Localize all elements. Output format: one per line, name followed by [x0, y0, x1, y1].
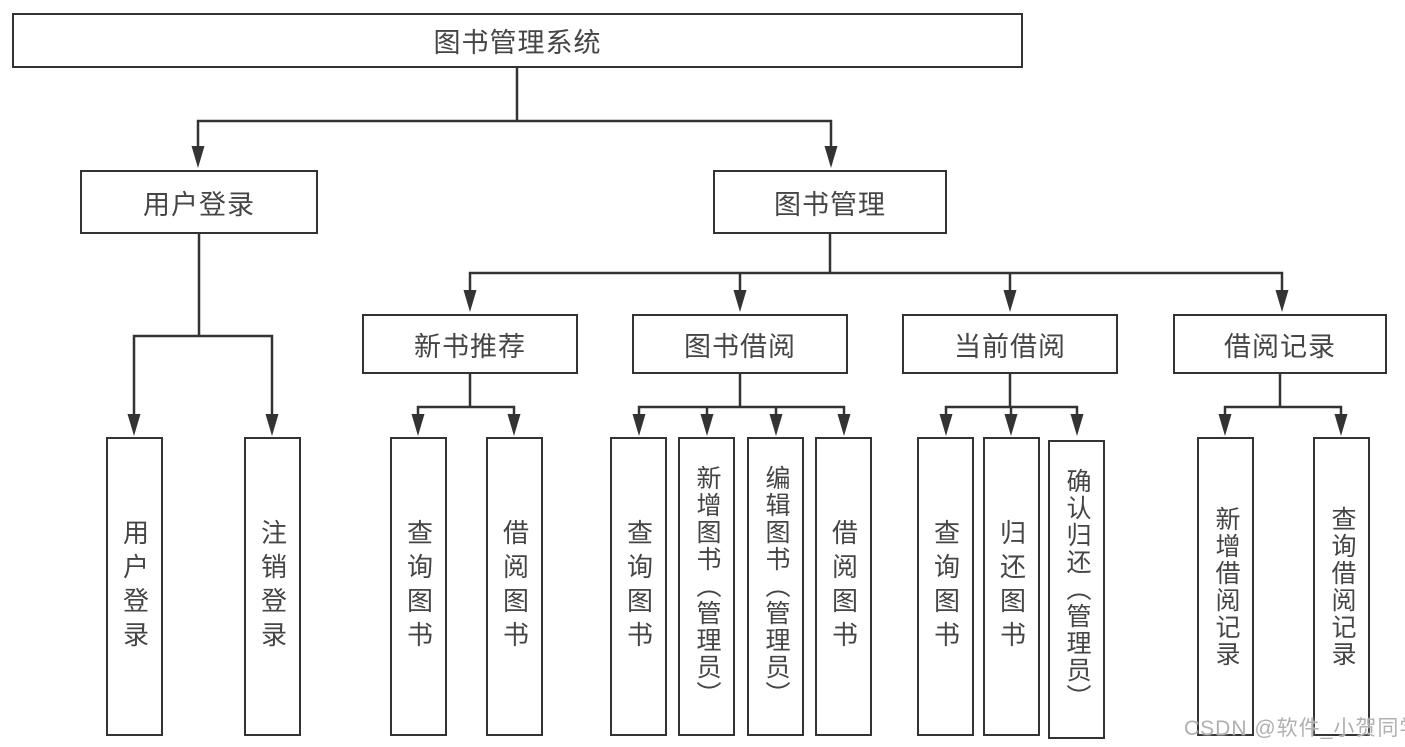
connector-records-children — [1223, 374, 1343, 418]
connector-mgmt-children — [468, 234, 1284, 294]
arrowhead-icon — [1004, 414, 1018, 436]
arrowhead-icon — [769, 414, 783, 436]
leaf-current-confirm-return-admin-label: 确认归还（管理员） — [1063, 468, 1091, 711]
leaf-borrow-edit-book-admin-label: 编辑图书（管理员） — [762, 465, 790, 708]
node-book-management-label: 图书管理 — [774, 189, 886, 220]
node-borrow-records-label: 借阅记录 — [1224, 331, 1336, 362]
arrowhead-icon — [824, 146, 838, 168]
leaf-recommend-borrow-book-label: 借阅图书 — [499, 518, 530, 655]
node-book-borrow-label: 图书借阅 — [684, 331, 796, 362]
arrowhead-icon — [191, 146, 205, 168]
leaf-records-query-record: 查询借阅记录 — [1313, 437, 1370, 736]
arrowhead-icon — [507, 414, 521, 436]
connector-current-children — [944, 374, 1079, 418]
arrowhead-icon — [1275, 290, 1289, 312]
connector-borrow-children — [637, 374, 846, 418]
node-new-book-recommend-label: 新书推荐 — [414, 331, 526, 362]
node-current-borrow: 当前借阅 — [902, 314, 1118, 374]
leaf-borrow-add-book-admin: 新增图书（管理员） — [678, 437, 735, 736]
node-book-borrow: 图书借阅 — [632, 314, 848, 374]
node-new-book-recommend: 新书推荐 — [362, 314, 578, 374]
leaf-logout-label: 注销登录 — [257, 518, 288, 655]
leaf-user-login-label: 用户登录 — [119, 518, 150, 655]
leaf-current-return-book-label: 归还图书 — [996, 518, 1027, 655]
connector-recommend-children — [416, 374, 516, 418]
arrowhead-icon — [837, 414, 851, 436]
node-current-borrow-label: 当前借阅 — [954, 331, 1066, 362]
leaf-borrow-query-book-label: 查询图书 — [623, 518, 654, 655]
node-root-label: 图书管理系统 — [433, 28, 602, 58]
leaf-recommend-query-book-label: 查询图书 — [403, 518, 434, 655]
leaf-current-query-book: 查询图书 — [917, 437, 974, 736]
connector-login-children — [132, 234, 274, 418]
leaf-records-add-record-label: 新增借阅记录 — [1212, 505, 1240, 668]
leaf-borrow-add-book-admin-label: 新增图书（管理员） — [693, 465, 721, 708]
node-borrow-records: 借阅记录 — [1173, 314, 1387, 374]
leaf-user-login: 用户登录 — [106, 437, 163, 736]
node-book-management: 图书管理 — [713, 170, 947, 234]
leaf-records-add-record: 新增借阅记录 — [1197, 437, 1254, 736]
leaf-borrow-query-book: 查询图书 — [610, 437, 667, 736]
leaf-records-query-record-label: 查询借阅记录 — [1328, 505, 1356, 668]
arrowhead-icon — [265, 414, 279, 436]
arrowhead-icon — [700, 414, 714, 436]
arrowhead-icon — [463, 290, 477, 312]
leaf-current-query-book-label: 查询图书 — [930, 518, 961, 655]
arrowheads — [127, 146, 1348, 436]
node-root: 图书管理系统 — [12, 13, 1023, 68]
leaf-borrow-borrow-book: 借阅图书 — [815, 437, 872, 736]
leaf-logout: 注销登录 — [244, 437, 301, 736]
node-user-login: 用户登录 — [80, 170, 318, 234]
leaf-recommend-query-book: 查询图书 — [390, 437, 447, 736]
leaf-current-confirm-return-admin: 确认归还（管理员） — [1048, 440, 1105, 739]
leaf-borrow-edit-book-admin: 编辑图书（管理员） — [747, 437, 804, 736]
csdn-watermark: CSDN @软件_小贺同学 — [1184, 717, 1405, 740]
leaf-current-return-book: 归还图书 — [983, 437, 1040, 736]
node-user-login-label: 用户登录 — [143, 189, 255, 220]
arrowhead-icon — [733, 290, 747, 312]
arrowhead-icon — [1334, 414, 1348, 436]
connector-root-to-level2 — [196, 68, 833, 150]
arrowhead-icon — [1070, 414, 1084, 436]
arrowhead-icon — [1003, 290, 1017, 312]
arrowhead-icon — [127, 414, 141, 436]
leaf-recommend-borrow-book: 借阅图书 — [486, 437, 543, 736]
arrowhead-icon — [939, 414, 953, 436]
arrowhead-icon — [411, 414, 425, 436]
arrowhead-icon — [1218, 414, 1232, 436]
arrowhead-icon — [632, 414, 646, 436]
leaf-borrow-borrow-book-label: 借阅图书 — [828, 518, 859, 655]
